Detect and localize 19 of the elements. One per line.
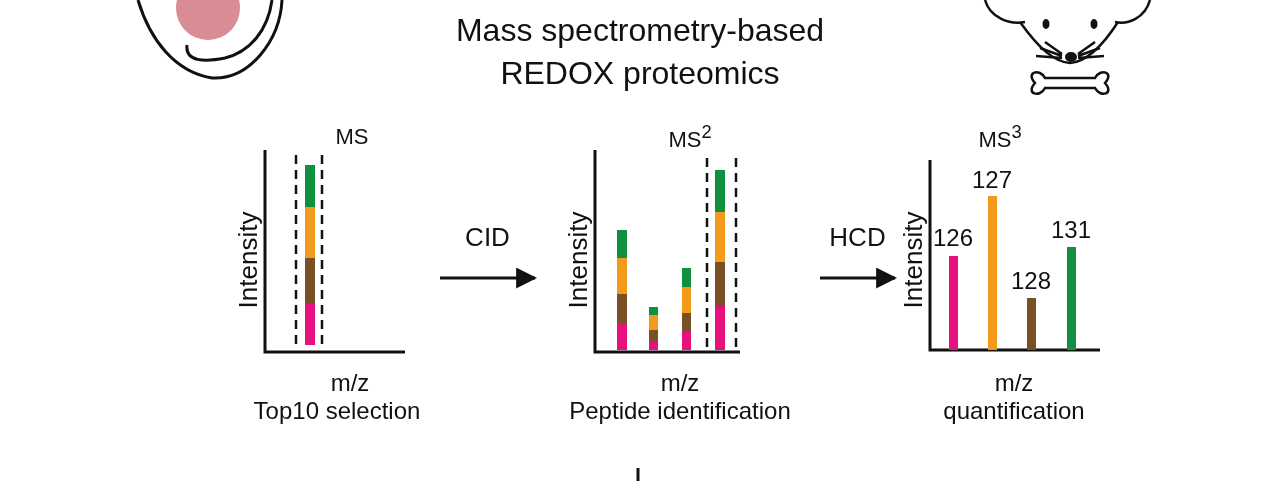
panel-caption: Top10 selection xyxy=(253,397,421,425)
axis-label: m/z xyxy=(330,369,370,397)
axis-label: Intensity xyxy=(898,211,928,309)
axis-label: m/z xyxy=(994,369,1034,397)
arrow xyxy=(440,267,538,289)
spectrum-label: MS$^{2}$ xyxy=(668,122,712,152)
axis-label: m/z xyxy=(660,369,700,397)
axis-label: Intensity xyxy=(233,211,263,309)
spectrum-label: MS$^{3}$ xyxy=(978,122,1022,152)
peak-label: 127 xyxy=(972,166,1012,194)
panel-caption: quantification xyxy=(943,397,1085,425)
peak-label: 128 xyxy=(1011,267,1051,295)
axis-label: Intensity xyxy=(563,211,593,309)
arrow xyxy=(820,267,898,289)
spectrum-label: MS xyxy=(335,124,369,150)
diagram-title: Mass spectrometry-based REDOX proteomics xyxy=(454,10,826,93)
peak-label: 131 xyxy=(1051,216,1091,244)
peak-label: 126 xyxy=(933,224,973,252)
panel-caption: Peptide identification xyxy=(569,397,791,425)
